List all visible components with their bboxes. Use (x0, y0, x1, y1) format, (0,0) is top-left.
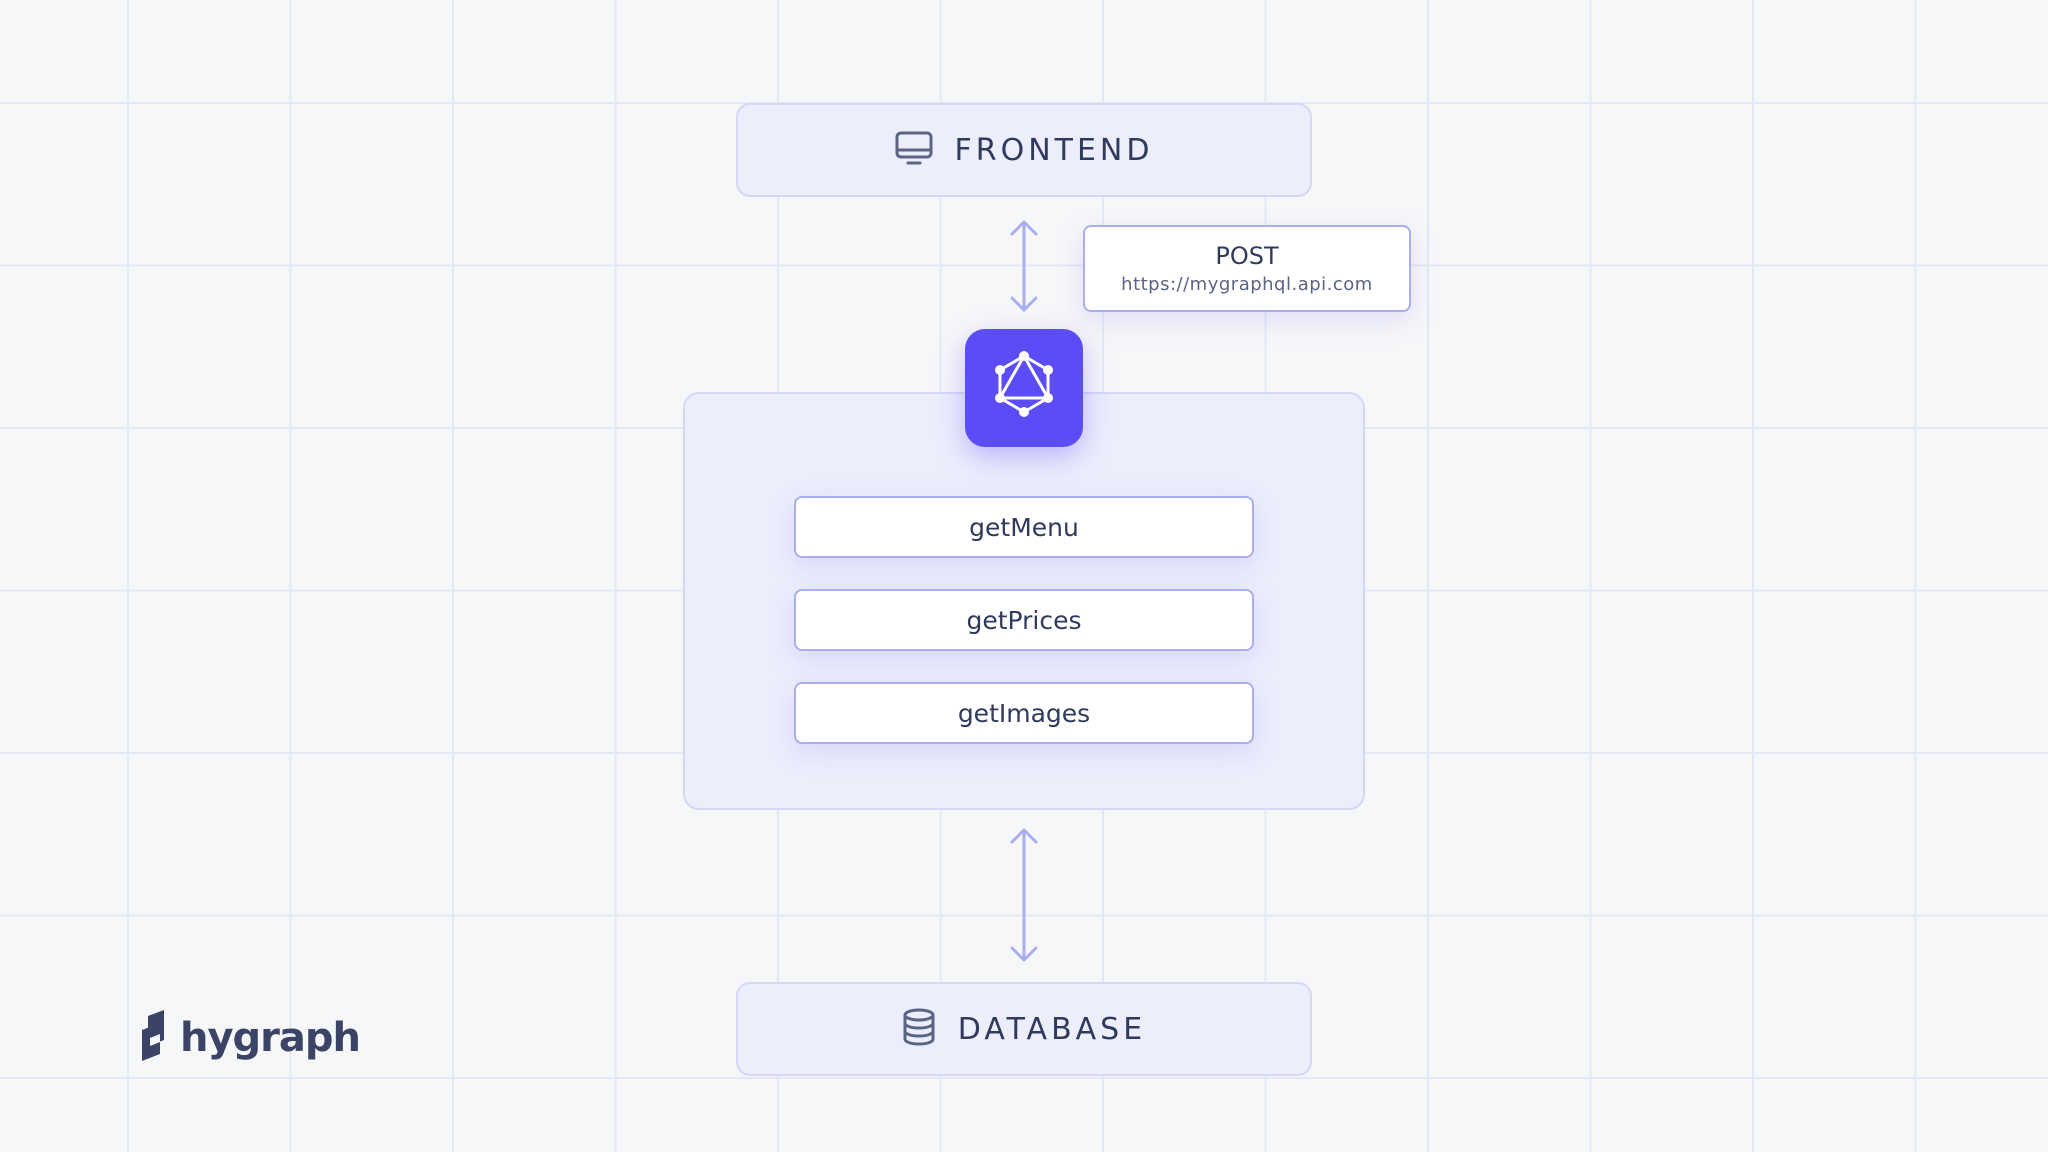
operation-label: getImages (957, 698, 1091, 728)
request-info-box: POST https://mygraphql.api.com (1083, 225, 1411, 312)
database-box: DATABASE (736, 982, 1312, 1076)
api-database-arrow (1010, 828, 1038, 962)
request-url: https://mygraphql.api.com (1121, 274, 1373, 295)
frontend-label: FRONTEND (954, 132, 1154, 168)
operation-label: getPrices (966, 605, 1082, 635)
frontend-box: FRONTEND (736, 103, 1312, 197)
monitor-icon (895, 131, 933, 169)
hygraph-logo-icon (138, 1010, 172, 1066)
operation-get-prices: getPrices (794, 589, 1254, 651)
database-icon (902, 1008, 936, 1050)
database-label: DATABASE (957, 1011, 1147, 1047)
operation-label: getMenu (969, 512, 1079, 542)
operation-get-images: getImages (794, 682, 1254, 744)
request-method: POST (1215, 242, 1279, 270)
brand-name: hygraph (180, 1015, 361, 1061)
frontend-api-arrow (1010, 220, 1038, 312)
graphql-logo-icon (992, 351, 1056, 425)
hygraph-logo: hygraph (138, 1010, 361, 1066)
operation-get-menu: getMenu (794, 496, 1254, 558)
graphql-logo-tile (965, 329, 1083, 447)
